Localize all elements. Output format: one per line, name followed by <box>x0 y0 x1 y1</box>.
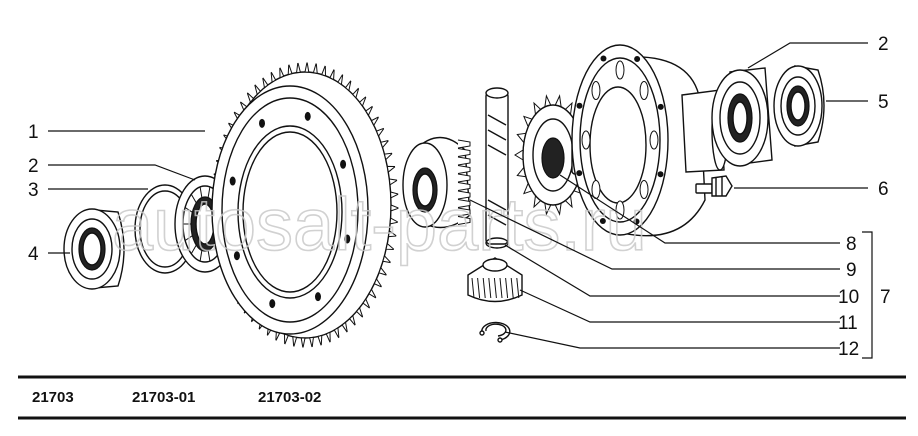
model-code-1: 21703 <box>32 389 74 406</box>
callout-1: 1 <box>28 122 39 143</box>
part-6-bolt <box>695 175 733 197</box>
part-1-ring-gear <box>211 62 399 348</box>
callout-2-right: 2 <box>878 34 889 55</box>
model-code-2: 21703-01 <box>132 389 195 406</box>
watermark: autosalt-parts.ru <box>112 183 647 266</box>
callout-9: 9 <box>846 260 857 281</box>
callout-7: 7 <box>880 287 891 308</box>
leader-lines <box>48 42 873 359</box>
callout-4: 4 <box>28 244 39 265</box>
callout-5: 5 <box>878 92 889 113</box>
part-4-seal <box>63 208 125 290</box>
callout-3: 3 <box>28 180 39 201</box>
part-9-side-gear <box>402 136 471 229</box>
callout-12: 12 <box>838 339 859 360</box>
callout-6: 6 <box>878 179 889 200</box>
part-5-seal <box>773 65 825 147</box>
differential-housing <box>571 44 729 237</box>
part-11-pinion <box>467 257 523 303</box>
part-12-circlip <box>479 321 511 343</box>
callout-8: 8 <box>846 234 857 255</box>
part-8-shaft <box>485 87 509 249</box>
callout-11: 11 <box>838 313 858 334</box>
callout-2-left: 2 <box>28 156 39 177</box>
part-2-bearing-right <box>711 67 773 167</box>
model-code-3: 21703-02 <box>258 389 321 406</box>
callout-10: 10 <box>838 287 859 308</box>
